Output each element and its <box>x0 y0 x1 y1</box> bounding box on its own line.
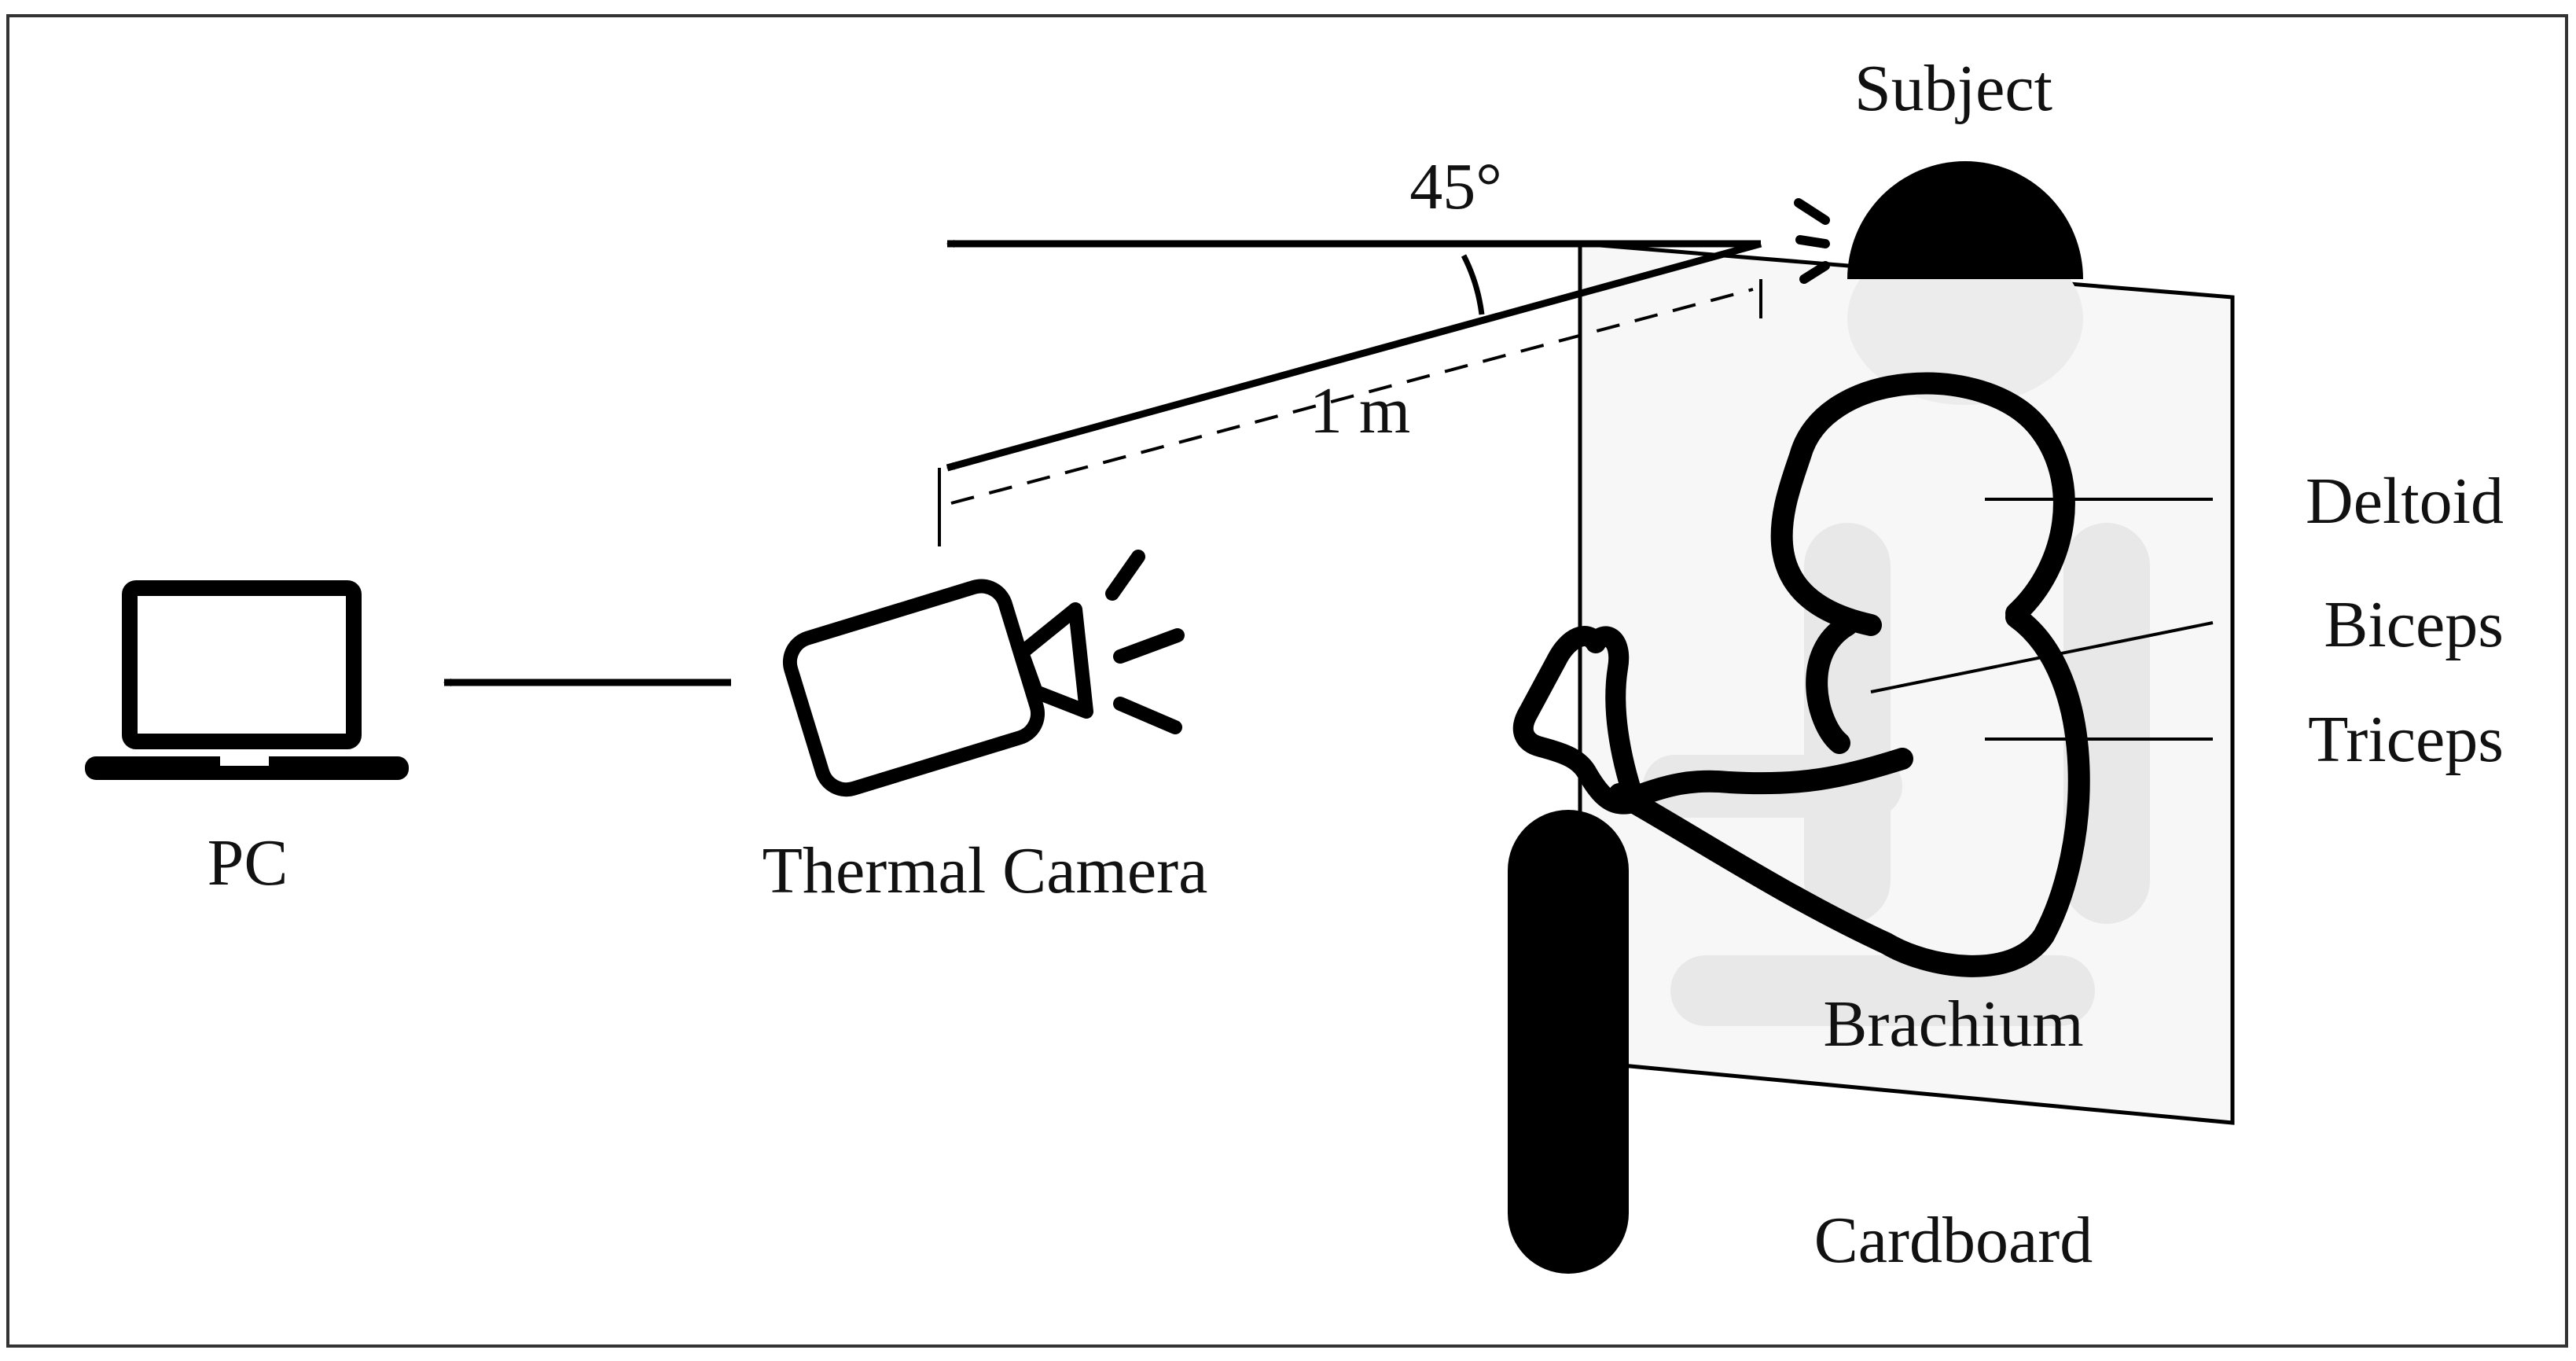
laptop-icon <box>85 580 409 780</box>
angle-label: 45° <box>1409 150 1502 223</box>
eye-icon <box>1794 198 1830 284</box>
viewing-angle-arrow <box>946 240 1762 472</box>
subject-head <box>1847 161 2083 279</box>
figure-frame <box>6 14 2568 1348</box>
measurement-geometry <box>938 240 1762 546</box>
biceps-leader <box>1870 621 2214 693</box>
thermal-camera-label: Thermal Camera <box>763 834 1208 907</box>
brachium-label: Brachium <box>1823 988 2083 1061</box>
biceps-label: Biceps <box>2324 588 2504 661</box>
arm-outline <box>1608 372 2090 977</box>
distance-dashed-line <box>950 288 1754 505</box>
thermal-camera-icon <box>782 550 1185 797</box>
leader-lines <box>1870 498 2214 741</box>
distance-label: 1 m <box>1310 374 1410 447</box>
deltoid-label: Deltoid <box>2306 465 2504 538</box>
pc-label: PC <box>208 826 288 899</box>
chair-post <box>1508 810 1629 1274</box>
subject-label: Subject <box>1854 52 2052 125</box>
hand-icon <box>1512 626 1645 815</box>
angle-arc <box>1461 254 1485 315</box>
cardboard-label: Cardboard <box>1814 1204 2093 1277</box>
triceps-label: Triceps <box>2308 703 2504 776</box>
